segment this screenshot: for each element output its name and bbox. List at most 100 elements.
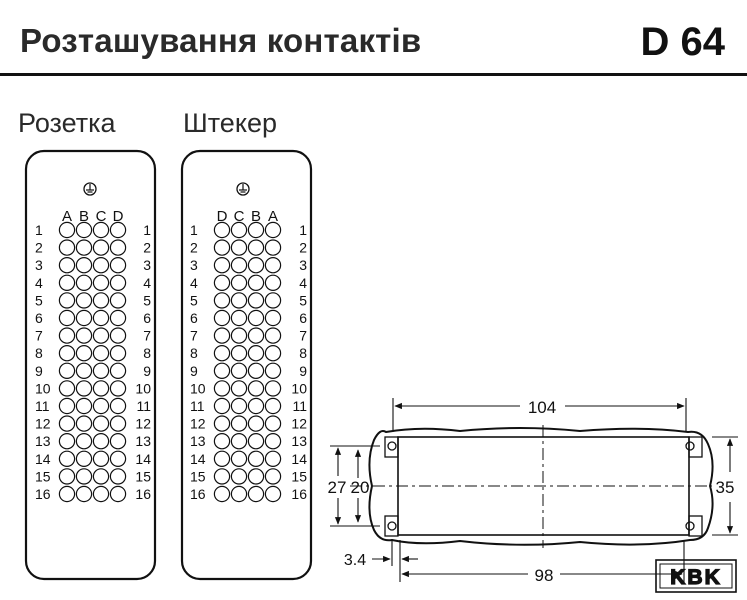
socket-row-number-left: 4 <box>35 275 43 291</box>
plug-contact-hole <box>264 345 282 362</box>
socket-contact-hole <box>109 257 127 274</box>
plug-column-label: D <box>217 208 228 225</box>
plug-contact-hole <box>230 345 248 362</box>
socket-row-number-right: 8 <box>143 345 151 361</box>
socket-contact-hole <box>92 380 110 397</box>
socket-contact-hole <box>109 397 127 415</box>
socket-contact-hole <box>109 327 127 344</box>
plug-row-number-right: 15 <box>291 468 307 484</box>
title-divider <box>0 73 747 76</box>
plug-contact-hole <box>213 485 231 503</box>
plug-contact-hole <box>213 309 231 327</box>
mounting-hole-bracket <box>384 515 399 537</box>
socket-row-number-left: 10 <box>35 380 51 396</box>
plug-row-number-right: 5 <box>299 292 307 308</box>
socket-row-number-right: 2 <box>143 240 151 256</box>
plug-row-number-left: 9 <box>190 363 198 379</box>
socket-contact-hole <box>58 433 76 450</box>
socket-column-label: A <box>62 208 72 225</box>
socket-row-number-left: 1 <box>35 222 43 238</box>
plug-contact-hole <box>264 450 282 467</box>
plug-row-number-left: 1 <box>190 222 198 238</box>
plug-contact-hole <box>247 397 265 415</box>
plug-row-number-right: 11 <box>292 398 307 414</box>
socket-contact-hole <box>109 415 127 432</box>
plug-contact-hole <box>264 257 282 274</box>
plug-contact-hole <box>247 450 265 467</box>
plug-column-label: C <box>234 208 245 225</box>
socket-contact-hole <box>75 397 93 415</box>
plug-contact-hole <box>230 327 248 344</box>
plug-row-number-left: 3 <box>190 257 198 273</box>
plug-contact-hole <box>213 327 231 344</box>
socket-contact-hole <box>109 380 127 397</box>
socket-contact-hole <box>58 221 76 239</box>
socket-contact-hole <box>109 274 127 291</box>
plug-view-label: Штекер <box>183 108 277 138</box>
socket-row-number-left: 5 <box>35 292 43 308</box>
plug-contact-hole <box>230 450 248 467</box>
socket-row-number-left: 3 <box>35 257 43 273</box>
plug-row-number-right: 4 <box>299 275 307 291</box>
plug-contact-hole <box>213 221 231 239</box>
plug-column-label: A <box>268 208 278 225</box>
socket-contact-hole <box>75 380 93 397</box>
socket-contact-hole <box>75 433 93 450</box>
series-code: D 64 <box>640 20 726 64</box>
socket-row-number-left: 13 <box>35 433 51 449</box>
plug-row-number-right: 8 <box>299 345 307 361</box>
socket-contact-hole <box>58 415 76 432</box>
plug-contact-hole <box>213 362 231 379</box>
plug-contact-hole <box>213 380 231 397</box>
socket-row-number-left: 12 <box>35 416 51 432</box>
plug-contact-hole <box>264 433 282 450</box>
plug-contact-hole <box>247 239 265 256</box>
plug-contact-hole <box>264 397 282 415</box>
plug-contact-hole <box>247 433 265 450</box>
plug-contact-hole <box>213 415 231 432</box>
socket-contact-hole <box>75 485 93 503</box>
mounting-hole <box>387 441 397 451</box>
plug-ground-icon <box>236 182 250 196</box>
socket-contact-hole <box>92 292 110 309</box>
plug-contact-hole <box>230 397 248 415</box>
socket-row-number-right: 14 <box>135 451 151 467</box>
socket-contact-hole <box>75 239 93 256</box>
socket-row-number-left: 15 <box>35 468 51 484</box>
plug-contact-hole <box>213 468 231 485</box>
socket-contact-hole <box>92 239 110 256</box>
socket-contact-hole <box>75 450 93 467</box>
plug-row-number-right: 2 <box>299 240 307 256</box>
socket-contact-hole <box>75 274 93 291</box>
plug-face-outline <box>180 149 313 581</box>
plug-row-number-right: 12 <box>291 416 307 432</box>
socket-contact-hole <box>109 450 127 467</box>
socket-contact-hole <box>58 274 76 291</box>
plug-contact-hole <box>264 380 282 397</box>
plug-row-number-left: 2 <box>190 240 198 256</box>
plug-contact-hole <box>264 485 282 503</box>
socket-row-number-left: 6 <box>35 310 43 326</box>
socket-row-number-left: 8 <box>35 345 43 361</box>
socket-row-number-left: 14 <box>35 451 51 467</box>
socket-contact-hole <box>58 327 76 344</box>
socket-contact-hole <box>109 485 127 503</box>
plug-contact-hole <box>230 415 248 432</box>
plug-column-label: B <box>251 208 261 225</box>
socket-row-number-right: 5 <box>143 292 151 308</box>
socket-row-number-right: 10 <box>135 380 151 396</box>
plug-row-number-right: 7 <box>299 328 307 344</box>
socket-contact-hole <box>58 362 76 379</box>
mounting-hole-bracket <box>384 436 399 458</box>
plug-contact-hole <box>247 468 265 485</box>
plug-row-number-left: 6 <box>190 310 198 326</box>
socket-row-number-right: 16 <box>135 486 151 502</box>
plug-contact-hole <box>230 468 248 485</box>
plug-row-number-left: 15 <box>190 468 206 484</box>
socket-row-number-right: 7 <box>143 328 151 344</box>
socket-row-number-right: 1 <box>143 222 151 238</box>
socket-column-label: B <box>79 208 89 225</box>
socket-contact-hole <box>58 380 76 397</box>
socket-row-number-left: 16 <box>35 486 51 502</box>
